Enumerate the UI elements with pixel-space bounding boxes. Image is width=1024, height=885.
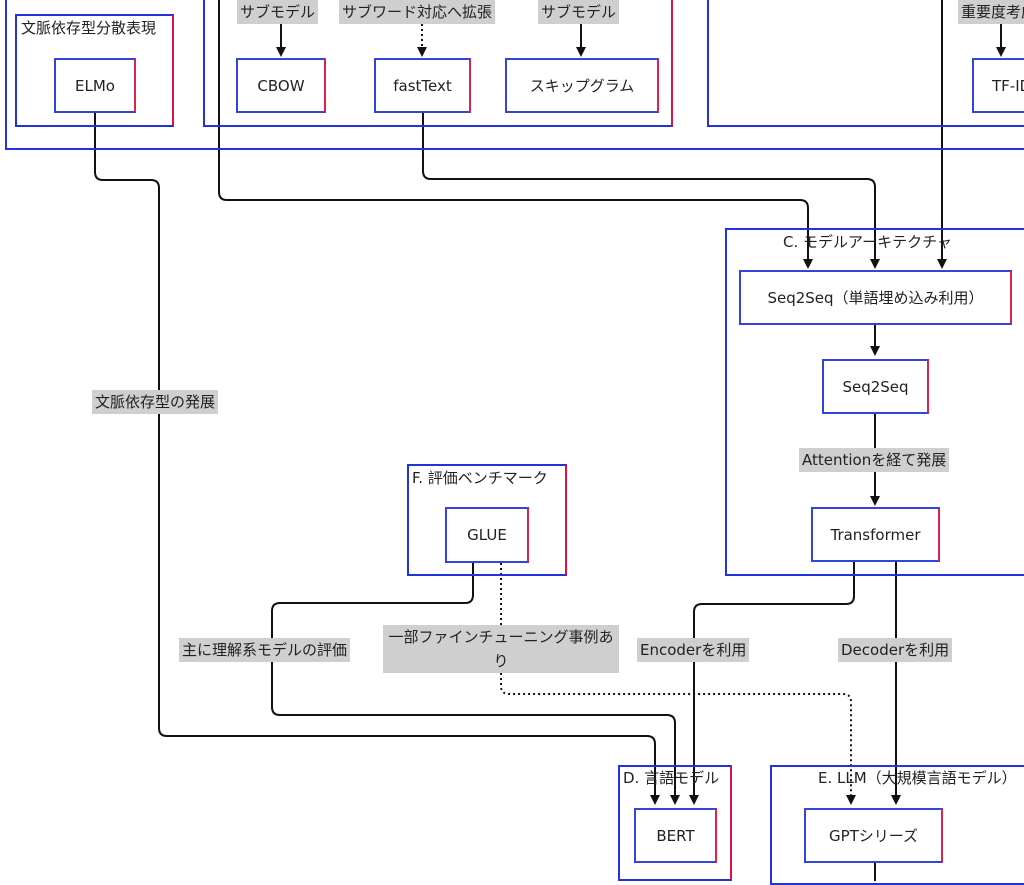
group-lang-model-title: D. 言語モデル bbox=[623, 769, 720, 787]
group-benchmark-title: F. 評価ベンチマーク bbox=[410, 467, 550, 488]
node-gpt[interactable]: GPTシリーズ bbox=[804, 808, 943, 863]
group-model-arch-title: C. モデルアーキテクチャ bbox=[783, 233, 952, 251]
group-lang-model bbox=[618, 765, 732, 881]
node-bert[interactable]: BERT bbox=[634, 808, 717, 863]
outer-top-group bbox=[5, 0, 1024, 150]
edge-glue-bert bbox=[271, 563, 680, 805]
edge-elmo-bert bbox=[94, 113, 660, 805]
label-importance: 重要度考慮 bbox=[958, 0, 1024, 24]
label-finetune: 一部ファインチューニング事例あり bbox=[383, 625, 619, 673]
node-fasttext[interactable]: fastText bbox=[374, 58, 471, 113]
node-glue[interactable]: GLUE bbox=[445, 507, 529, 563]
node-transformer[interactable]: Transformer bbox=[811, 507, 940, 562]
edge-wordemb-seq2seq bbox=[218, 0, 813, 269]
node-cbow[interactable]: CBOW bbox=[236, 58, 326, 113]
group-context-title: 文脈依存型分散表現 bbox=[19, 17, 159, 38]
group-tfidf bbox=[707, 0, 1024, 127]
label-encoder: Encoderを利用 bbox=[637, 638, 750, 662]
label-sub2: サブモデル bbox=[538, 0, 620, 24]
node-skipgram[interactable]: スキップグラム bbox=[505, 58, 659, 113]
group-llm-title: E. LLM（大規模言語モデル） bbox=[818, 769, 1017, 787]
node-tfidf[interactable]: TF-IDF bbox=[972, 58, 1024, 113]
node-seq2seq[interactable]: Seq2Seq bbox=[822, 359, 929, 414]
label-decoder: Decoderを利用 bbox=[838, 638, 953, 662]
label-sub1: サブモデル bbox=[237, 0, 319, 24]
group-model-arch bbox=[725, 228, 1024, 576]
label-subword: サブワード対応へ拡張 bbox=[339, 0, 496, 24]
label-attention: Attentionを経て発展 bbox=[799, 448, 950, 472]
label-eval: 主に理解系モデルの評価 bbox=[179, 638, 351, 662]
edge-glue-gpt bbox=[500, 563, 856, 805]
edge-fasttext-seq2seq bbox=[422, 113, 880, 269]
label-context-dev: 文脈依存型の発展 bbox=[92, 390, 219, 414]
group-word2vec bbox=[203, 0, 673, 127]
group-context bbox=[15, 14, 174, 127]
node-elmo[interactable]: ELMo bbox=[54, 58, 136, 113]
group-benchmark bbox=[407, 464, 567, 576]
edge-transformer-bert bbox=[689, 562, 855, 805]
node-seq2seq-emb[interactable]: Seq2Seq（単語埋め込み利用） bbox=[739, 270, 1012, 325]
